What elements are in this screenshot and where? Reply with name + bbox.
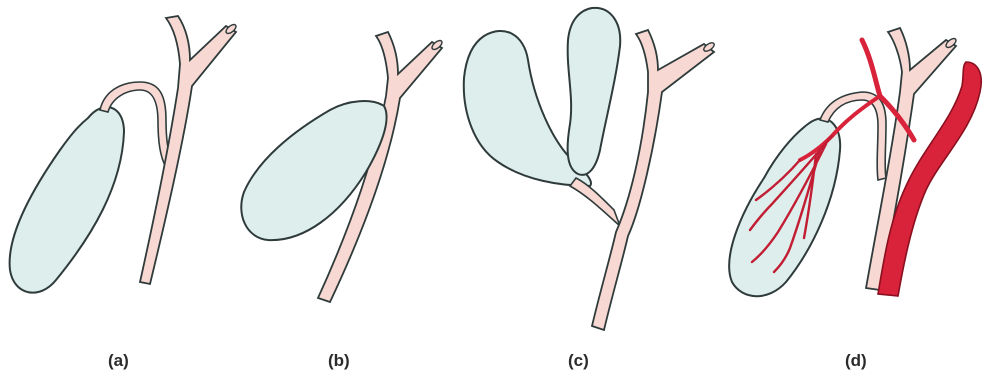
panel-c-cystic-duct — [570, 178, 620, 226]
panel-d-label: (d) — [845, 351, 867, 370]
panel-c-gallbladder-lobe-right — [568, 8, 621, 175]
panel-a-gallbladder — [10, 107, 124, 293]
panel-b: (b) — [241, 32, 443, 370]
panel-c-label: (c) — [568, 351, 589, 370]
panel-d: (d) — [729, 28, 981, 370]
panel-c: (c) — [464, 8, 716, 370]
panel-a-common-bile-duct — [140, 16, 236, 284]
panel-b-label: (b) — [328, 351, 350, 370]
panel-a: (a) — [10, 16, 238, 370]
panel-a-label: (a) — [108, 351, 129, 370]
